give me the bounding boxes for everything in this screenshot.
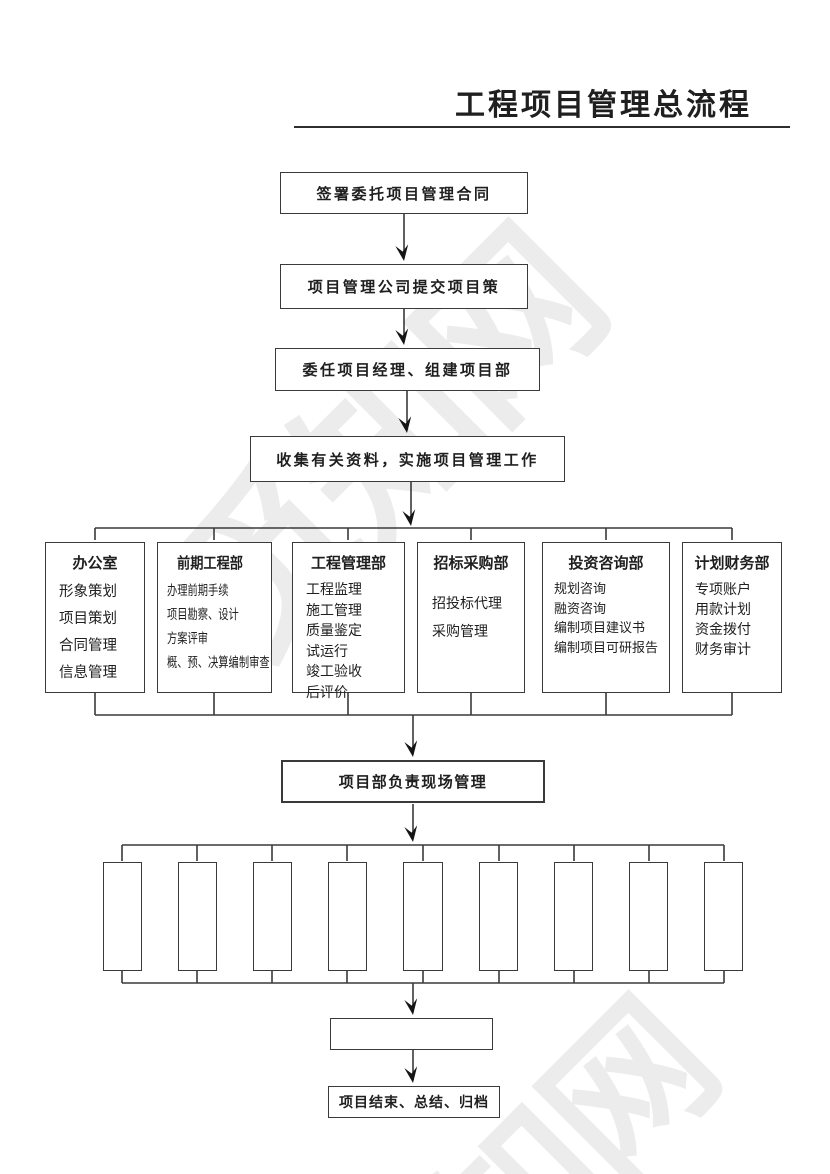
- department-item: 编制项目建议书: [554, 620, 646, 635]
- department-item: 质量鉴定: [306, 622, 362, 638]
- empty-task-box: [403, 862, 443, 971]
- department-name: 投资咨询部: [568, 555, 644, 572]
- department-engineering-management-box: 工程管理部 工程监理 施工管理 质量鉴定 试运行 竣工验收 后评价: [292, 542, 405, 700]
- department-name: 前期工程部: [176, 555, 243, 572]
- department-preliminary-engineering-box: 前期工程部 办理前期手续 项目勘察、设计 方案评审 概、预、决算编制审查: [157, 542, 272, 693]
- department-name: 计划财务部: [694, 555, 770, 572]
- department-item: 试运行: [306, 642, 348, 659]
- empty-task-box: [704, 862, 743, 971]
- empty-task-box: [253, 862, 292, 971]
- step-submit-plan-box: 项目管理公司提交项目策: [280, 264, 528, 309]
- department-office-box: 办公室 形象策划 项目策划 合同管理 信息管理: [45, 542, 145, 693]
- department-item: 编制项目可研报告: [554, 639, 659, 655]
- empty-summary-box: [330, 1018, 493, 1050]
- department-name: 办公室: [72, 555, 118, 572]
- department-item: 概、预、决算编制审查: [167, 655, 270, 670]
- department-item: 资金拨付: [695, 621, 751, 637]
- empty-task-box: [629, 862, 668, 971]
- step-appoint-manager-box: 委任项目经理、组建项目部: [275, 348, 540, 391]
- empty-task-box: [479, 862, 518, 971]
- department-item: 项目策划: [59, 611, 117, 627]
- page-title: 工程项目管理总流程: [455, 89, 752, 122]
- department-item: 用款计划: [695, 601, 751, 617]
- department-item: 专项账户: [695, 581, 751, 597]
- department-item: 工程监理: [306, 581, 362, 597]
- empty-task-box: [178, 862, 217, 971]
- step-collect-info-box: 收集有关资料，实施项目管理工作: [250, 436, 565, 482]
- title-underline: [294, 126, 790, 128]
- department-item: 竣工验收: [306, 663, 362, 679]
- project-end-box: 项目结束、总结、归档: [328, 1086, 500, 1118]
- department-item: 形象策划: [59, 584, 117, 600]
- department-name: 招标采购部: [433, 555, 509, 572]
- empty-task-box: [103, 862, 142, 971]
- department-name: 工程管理部: [310, 555, 386, 572]
- department-item: 施工管理: [306, 601, 362, 618]
- department-item: 合同管理: [59, 638, 117, 654]
- department-item: 采购管理: [432, 623, 488, 639]
- department-item: 方案评审: [167, 631, 209, 646]
- department-item: 办理前期手续: [167, 583, 229, 598]
- department-item: 财务审计: [695, 641, 751, 657]
- empty-task-box: [554, 862, 593, 971]
- empty-task-box: [328, 862, 367, 971]
- department-item: 融资咨询: [554, 600, 607, 616]
- site-management-box: 项目部负责现场管理: [281, 760, 545, 803]
- department-item: 规划咨询: [554, 581, 607, 596]
- department-investment-consulting-box: 投资咨询部 规划咨询 融资咨询 编制项目建议书 编制项目可研报告: [542, 542, 670, 693]
- step-sign-contract-box: 签署委托项目管理合同: [280, 172, 528, 214]
- department-item: 信息管理: [59, 665, 117, 681]
- department-bidding-procurement-box: 招标采购部 招投标代理 采购管理: [417, 542, 525, 693]
- department-item: 后评价: [306, 683, 348, 700]
- department-item: 项目勘察、设计: [167, 607, 239, 622]
- department-planning-finance-box: 计划财务部 专项账户 用款计划 资金拨付 财务审计: [682, 542, 782, 693]
- department-item: 招投标代理: [432, 595, 502, 611]
